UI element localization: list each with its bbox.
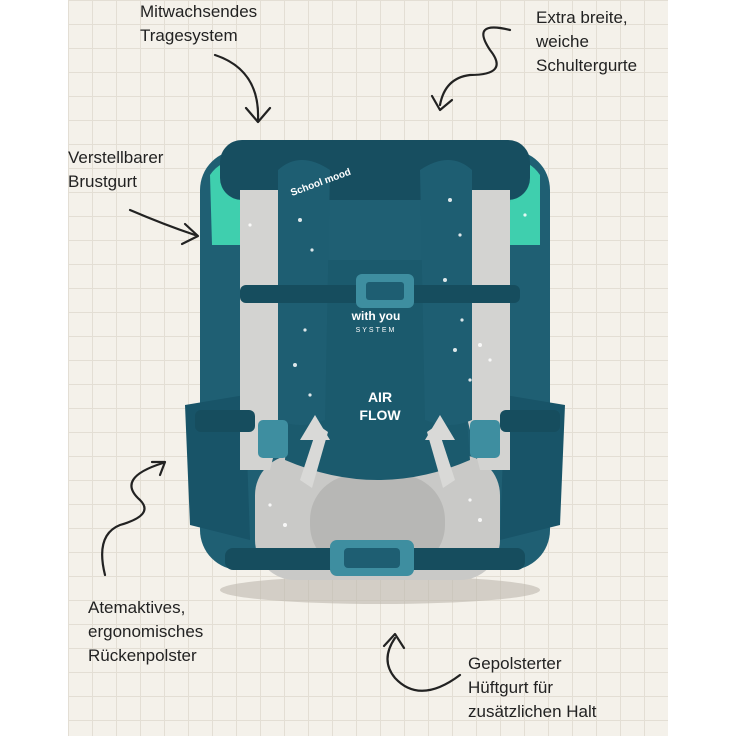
callout-line: Extra breite, xyxy=(536,8,628,27)
callout-rueckenpolster: Atemaktives, ergonomisches Rückenpolster xyxy=(88,596,203,668)
chest-text-line-2: SYSTEM xyxy=(356,327,397,334)
arrow-rueckenpolster xyxy=(101,461,165,577)
left-side-strap xyxy=(195,410,255,432)
left-strap-buckle xyxy=(258,420,288,458)
callout-line: Verstellbarer xyxy=(68,148,164,167)
star-pattern xyxy=(248,198,527,527)
right-side-strap xyxy=(500,410,560,432)
right-strap-buckle xyxy=(470,420,500,458)
callout-line: Schultergurte xyxy=(536,56,638,75)
callout-line: Mitwachsendes xyxy=(140,2,258,21)
left-flow-arrow xyxy=(300,425,328,488)
arrow-tragesystem xyxy=(213,53,260,122)
callout-line: weiche xyxy=(536,32,589,51)
callout-brustgurt: Verstellbarer Brustgurt xyxy=(68,146,163,194)
arrow-schultergurte xyxy=(438,26,512,107)
callout-schultergurte: Extra breite, weiche Schultergurte xyxy=(536,6,637,78)
flow-text: FLOW xyxy=(359,407,401,423)
callout-line: Hüftgurt für xyxy=(468,678,554,697)
floor-shadow xyxy=(220,576,540,604)
callout-line: Gepolsterter xyxy=(468,654,562,673)
callout-line: Tragesystem xyxy=(140,26,238,45)
callout-line: Atemaktives, xyxy=(88,598,186,617)
callout-line: Brustgurt xyxy=(68,172,137,191)
arrow-hueftgurt xyxy=(386,636,462,692)
callout-line: ergonomisches xyxy=(88,622,204,641)
callout-tragesystem: Mitwachsendes Tragesystem xyxy=(140,0,257,48)
callout-line: zusätzlichen Halt xyxy=(468,702,597,721)
right-flow-arrow xyxy=(427,425,455,488)
air-text: AIR xyxy=(368,389,392,405)
callout-line: Rückenpolster xyxy=(88,646,197,665)
chest-text-line-1: with you xyxy=(351,309,401,323)
arrow-brustgurt xyxy=(128,208,197,237)
callout-hueftgurt: Gepolsterter Hüftgurt für zusätzlichen H… xyxy=(468,652,597,724)
